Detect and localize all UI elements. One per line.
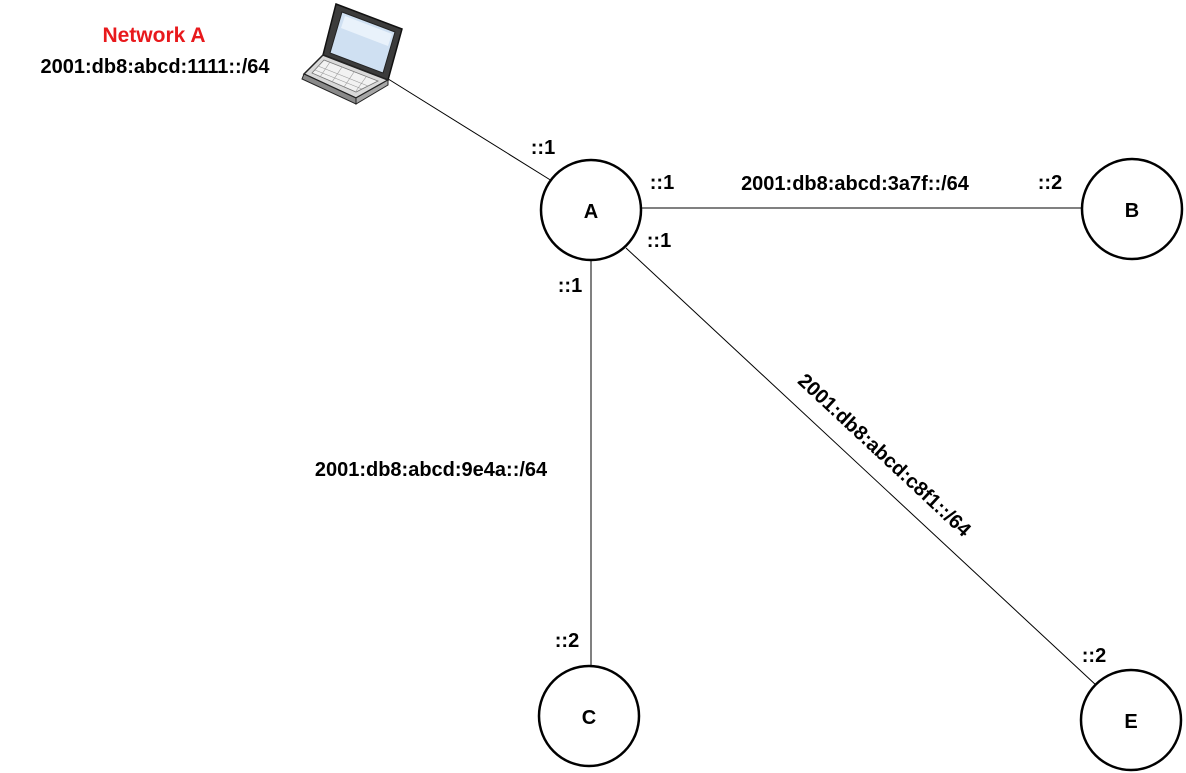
network-title: Network A xyxy=(102,24,205,47)
node-label-e: E xyxy=(1124,711,1137,733)
node-label-a: A xyxy=(584,201,598,223)
prefix-a-c: 2001:db8:abcd:9e4a::/64 xyxy=(315,459,548,481)
node-label-c: C xyxy=(582,707,596,729)
laptop-icon xyxy=(301,3,403,105)
prefix-a-b: 2001:db8:abcd:3a7f::/64 xyxy=(741,173,970,195)
iface-a-to-b: ::1 xyxy=(650,172,674,194)
link-laptop-to-a xyxy=(384,76,553,182)
iface-c-to-a: ::2 xyxy=(555,630,579,652)
router-node-a[interactable]: A xyxy=(539,158,643,262)
node-label-b: B xyxy=(1125,200,1139,222)
iface-e-to-a: ::2 xyxy=(1082,645,1106,667)
router-node-c[interactable]: C xyxy=(537,664,641,768)
iface-a-to-laptop: ::1 xyxy=(531,137,555,159)
network-prefix: 2001:db8:abcd:1111::/64 xyxy=(40,56,270,78)
link-a-to-e xyxy=(625,247,1098,687)
iface-b-to-a: ::2 xyxy=(1038,172,1062,194)
iface-a-to-e: ::1 xyxy=(647,230,671,252)
router-node-b[interactable]: B xyxy=(1080,157,1184,261)
prefix-a-e: 2001:db8:abcd:c8f1::/64 xyxy=(793,370,975,542)
iface-a-to-c: ::1 xyxy=(558,275,582,297)
router-node-e[interactable]: E xyxy=(1079,668,1183,772)
